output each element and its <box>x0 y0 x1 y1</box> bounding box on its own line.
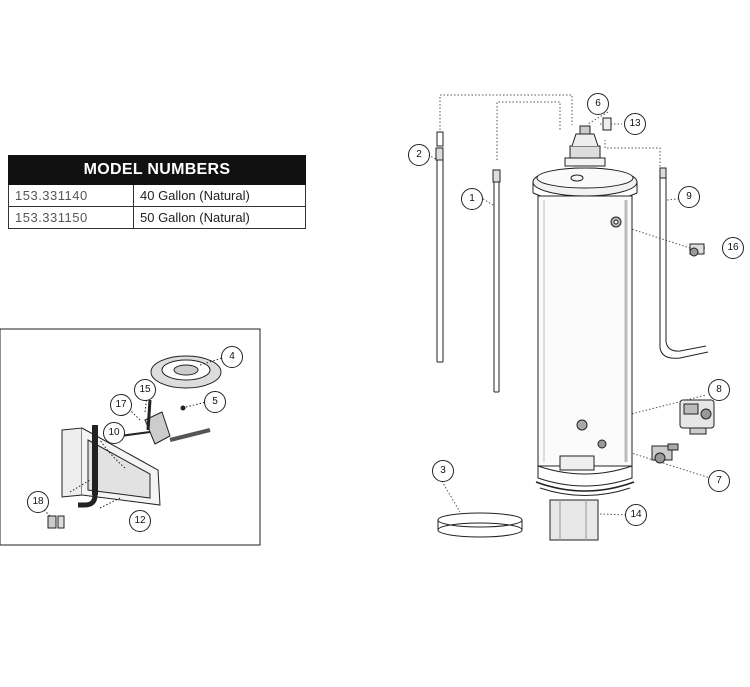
relief-valve-16 <box>689 243 705 257</box>
callout-10: 10 <box>103 422 125 444</box>
dip-tube-1 <box>492 169 501 393</box>
callout-1: 1 <box>461 188 483 210</box>
anode-rod-2 <box>435 131 444 363</box>
callout-9: 9 <box>678 186 700 208</box>
callout-2: 2 <box>408 144 430 166</box>
burner-assembly <box>61 395 211 509</box>
table-row: 153.331140 40 Gallon (Natural) <box>8 184 306 207</box>
table-header: MODEL NUMBERS <box>8 155 306 185</box>
callout-13: 13 <box>624 113 646 135</box>
callout-6: 6 <box>587 93 609 115</box>
burner-4 <box>150 355 223 389</box>
drain-valve-7 <box>651 443 679 464</box>
callout-7: 7 <box>708 470 730 492</box>
combustion-chamber-14 <box>549 499 599 541</box>
gas-valve-8 <box>679 399 715 435</box>
model-number: 153.331150 <box>8 206 134 229</box>
model-numbers-table: MODEL NUMBERS 153.331140 40 Gallon (Natu… <box>8 155 306 229</box>
anode-rod-9 <box>659 167 709 359</box>
model-description: 40 Gallon (Natural) <box>133 184 306 207</box>
table-row: 153.331150 50 Gallon (Natural) <box>8 206 306 229</box>
callout-16: 16 <box>722 237 744 259</box>
base-ring-3 <box>437 512 523 538</box>
callout-18: 18 <box>27 491 49 513</box>
model-number: 153.331140 <box>8 184 134 207</box>
callout-4: 4 <box>221 346 243 368</box>
callout-3: 3 <box>432 460 454 482</box>
model-description: 50 Gallon (Natural) <box>133 206 306 229</box>
callout-14: 14 <box>625 504 647 526</box>
callout-15: 15 <box>134 379 156 401</box>
clip-18 <box>47 515 65 529</box>
water-heater-tank <box>532 117 638 496</box>
callout-17: 17 <box>110 394 132 416</box>
burner-inset-frame <box>0 328 261 546</box>
callout-12: 12 <box>129 510 151 532</box>
callout-8: 8 <box>708 379 730 401</box>
callout-5: 5 <box>204 391 226 413</box>
